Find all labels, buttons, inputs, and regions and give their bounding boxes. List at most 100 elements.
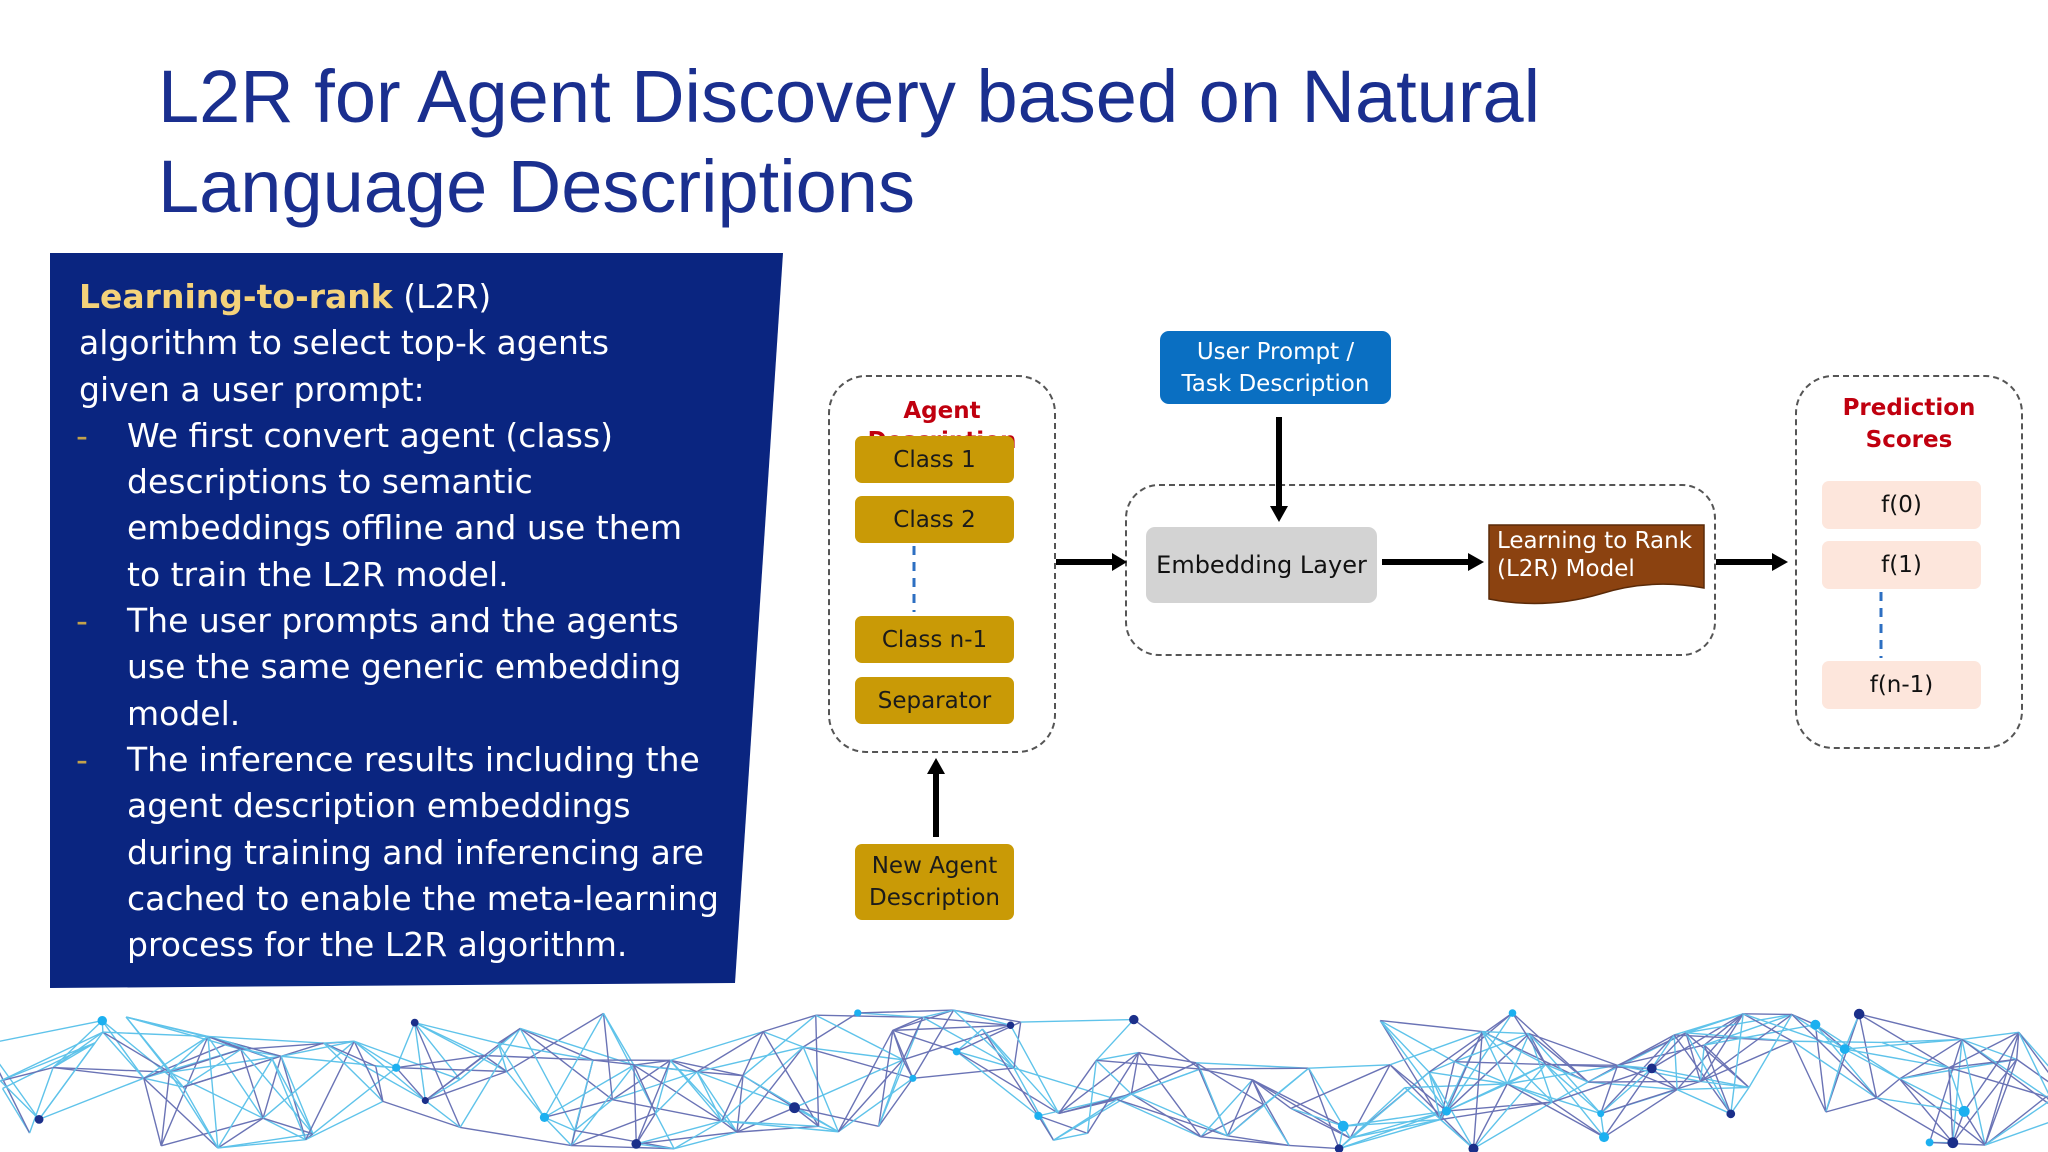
network-edge [815, 1015, 820, 1127]
network-edge [1963, 1031, 2020, 1112]
network-edge [1899, 1038, 1963, 1080]
network-edge [1876, 1078, 1901, 1099]
network-edge [262, 1056, 282, 1119]
network-edge [1308, 1067, 1344, 1127]
network-edge [1825, 1097, 1877, 1113]
network-edge [1876, 1097, 1965, 1113]
network-edge [544, 1098, 613, 1119]
network-edge [1748, 1014, 1793, 1088]
network-edge [53, 1066, 144, 1079]
network-edge [1445, 1031, 1483, 1112]
new-agent-line-2: Description [869, 885, 1000, 911]
network-edge [953, 1009, 1015, 1069]
text-panel: Learning-to-rank (L2R) algorithm to sele… [76, 274, 719, 969]
network-edge [396, 1054, 485, 1069]
network-node [1958, 1105, 1970, 1117]
network-edge [633, 1064, 723, 1122]
network-edge [143, 1077, 219, 1149]
network-edge [892, 1024, 1011, 1032]
network-edge [1699, 1045, 1705, 1082]
network-edge [0, 1066, 54, 1082]
network-edge [736, 1046, 804, 1133]
network-edge [1343, 1110, 1447, 1127]
network-edge [1703, 1044, 1732, 1115]
network-edge [2018, 1031, 2048, 1095]
network-edge [28, 1067, 54, 1134]
network-edge [1263, 1067, 1310, 1106]
network-edge [230, 1041, 282, 1057]
network-edge [922, 1016, 1011, 1026]
arrow-head [1468, 553, 1484, 571]
arrow-head [927, 758, 945, 774]
network-edge [571, 1112, 656, 1147]
user-prompt-line-1: User Prompt / [1196, 338, 1355, 365]
network-edge [161, 1117, 264, 1147]
network-edge [953, 1009, 1011, 1026]
network-edge [169, 1071, 264, 1119]
network-edge [1742, 1013, 1845, 1050]
network-edge [1013, 1067, 1055, 1141]
network-edge [160, 1072, 171, 1146]
network-edge [669, 1059, 738, 1133]
network-edge [1138, 1052, 1202, 1138]
network-edge [143, 1077, 184, 1088]
network-edge [574, 1129, 675, 1150]
network-edge [1379, 1019, 1455, 1063]
network-edge [1825, 1048, 1846, 1113]
network-node [1334, 1144, 1344, 1152]
network-edge [102, 1031, 170, 1073]
network-edge [655, 1071, 698, 1114]
intro-highlight: Learning-to-rank [79, 277, 393, 316]
network-edge [1200, 1136, 1290, 1147]
network-edge [1961, 1038, 2047, 1098]
network-node [1925, 1138, 1934, 1147]
network-edge [742, 1014, 817, 1077]
network-edge [353, 1040, 426, 1102]
network-edge [878, 1077, 914, 1127]
network-edge [1252, 1079, 1351, 1139]
network-edge [857, 1009, 954, 1014]
network-edge [1481, 1031, 1553, 1103]
network-edge [1676, 1013, 1744, 1091]
network-edge [636, 1143, 675, 1150]
network-edge [981, 1028, 1039, 1117]
network-edge [1096, 1051, 1139, 1062]
network-edge [280, 1042, 324, 1057]
title-line-2: Language Descriptions [158, 145, 915, 228]
network-edge [323, 1042, 377, 1067]
network-edge [762, 1014, 816, 1033]
network-edge [1226, 1079, 1254, 1137]
network-edge [125, 1016, 184, 1088]
intro-rest: (L2R) algorithm to select top-k agents g… [79, 277, 610, 409]
network-edge [1095, 1019, 1135, 1061]
bullet-dash: - [76, 415, 88, 455]
new-agent-line-1: New Agent [871, 853, 998, 879]
network-edge [1252, 1079, 1292, 1109]
network-edge [818, 1125, 839, 1133]
network-edge [1948, 1067, 1965, 1112]
network-edge [38, 1031, 104, 1120]
l2r-line-1: Learning to Rank [1497, 528, 1693, 554]
network-edge [1428, 1012, 1513, 1073]
network-node [789, 1102, 800, 1114]
network-edge [168, 1071, 219, 1149]
bullet-list: -We first convert agent (class) descript… [76, 413, 719, 969]
network-edge [353, 1041, 384, 1102]
network-edge [636, 1120, 722, 1145]
network-edge [2018, 1031, 2048, 1074]
network-edge [696, 1071, 795, 1109]
l2r-model-label: Learning to Rank (L2R) Model [1497, 527, 1707, 583]
network-edge [1290, 1064, 1391, 1110]
network-edge [670, 1059, 698, 1073]
network-node [1442, 1106, 1452, 1116]
network-edge [354, 1040, 461, 1081]
network-edge [230, 1041, 273, 1060]
network-edge [1651, 1067, 1678, 1091]
network-edge [1651, 1032, 1687, 1069]
model-pipeline-group [1125, 484, 1716, 656]
network-edge [794, 1059, 904, 1109]
network-edge [1506, 1083, 1601, 1115]
network-edge [1858, 1013, 1963, 1041]
score-box: f(1) [1822, 541, 1981, 589]
